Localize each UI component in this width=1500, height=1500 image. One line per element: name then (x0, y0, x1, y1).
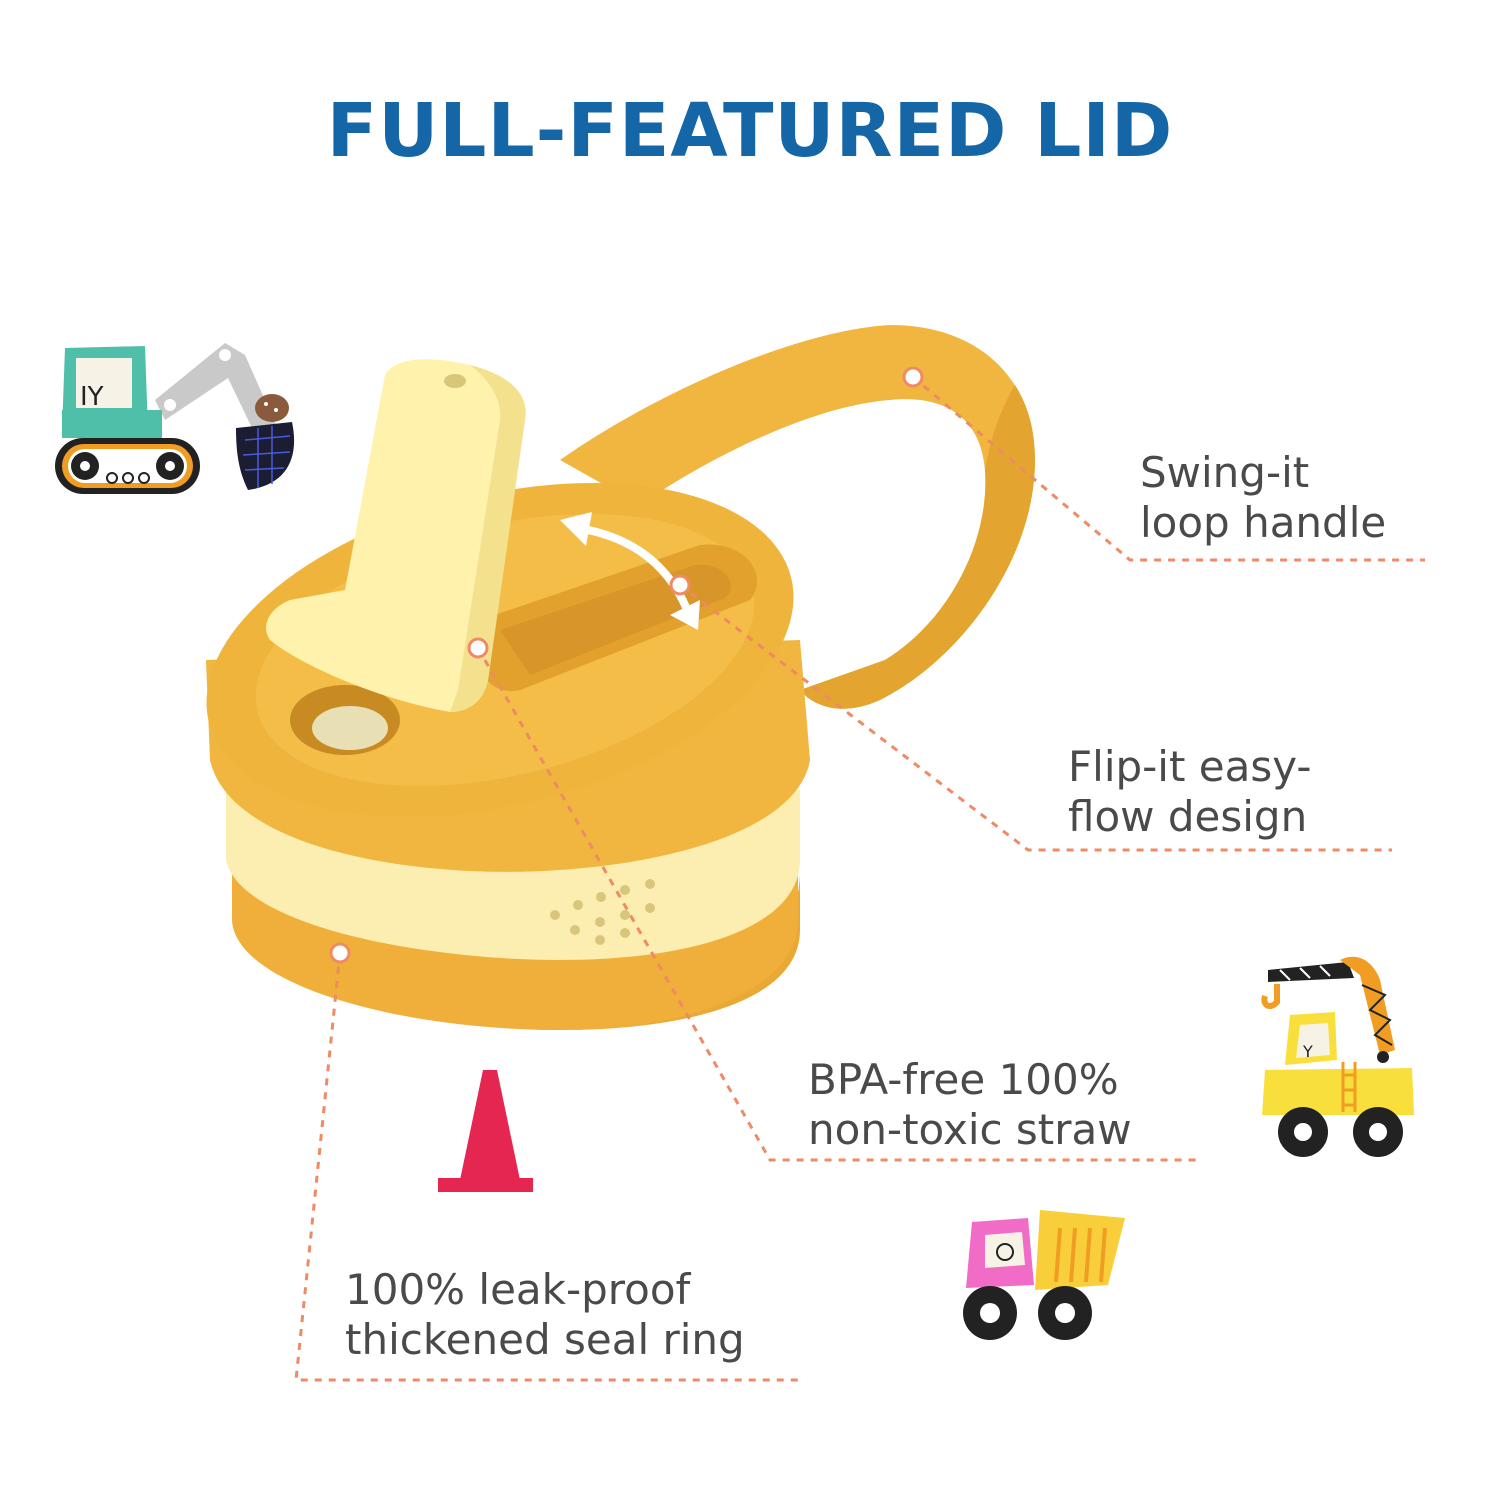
lid-product (206, 325, 1035, 1030)
callout-handle-line2: loop handle (1140, 498, 1387, 547)
svg-text:IY: IY (80, 382, 104, 412)
callout-seal-line1: 100% leak-proof (345, 1265, 691, 1314)
leader-line-straw (476, 647, 1198, 1162)
callout-handle: Swing-it loop handle (1140, 448, 1386, 548)
handle-dot (902, 366, 924, 388)
excavator-icon: IY (55, 343, 295, 494)
callout-handle-line1: Swing-it (1140, 448, 1310, 497)
callout-seal-line2: thickened seal ring (345, 1315, 745, 1364)
callout-flip-line1: Flip-it easy- (1068, 742, 1312, 791)
leader-lines (294, 375, 1425, 1382)
leader-dots (329, 366, 924, 964)
dump-truck-icon (963, 1210, 1125, 1340)
callout-flip-line2: flow design (1068, 792, 1308, 841)
svg-text:Y: Y (1302, 1042, 1313, 1061)
leader-line-seal (294, 952, 798, 1382)
callout-straw: BPA-free 100% non-toxic straw (808, 1055, 1132, 1155)
traffic-cone-icon (438, 1070, 533, 1192)
straw (266, 359, 526, 712)
leader-line-handle (912, 375, 1425, 562)
callout-straw-line2: non-toxic straw (808, 1105, 1132, 1154)
flip-dot (669, 574, 691, 596)
vent-holes (550, 879, 655, 945)
straw-dot (467, 637, 489, 659)
straw-tip-hole (444, 374, 466, 388)
crane-truck-icon: Y (1261, 956, 1414, 1157)
loop-handle-shadow (800, 385, 1035, 709)
callout-straw-line1: BPA-free 100% (808, 1055, 1119, 1104)
loop-handle (560, 325, 1035, 709)
page-title: FULL-FEATURED LID (326, 88, 1174, 174)
seal-dot (329, 942, 351, 964)
leader-line-flip (679, 583, 1392, 852)
callout-seal: 100% leak-proof thickened seal ring (345, 1265, 745, 1365)
callout-flip: Flip-it easy- flow design (1068, 742, 1312, 842)
